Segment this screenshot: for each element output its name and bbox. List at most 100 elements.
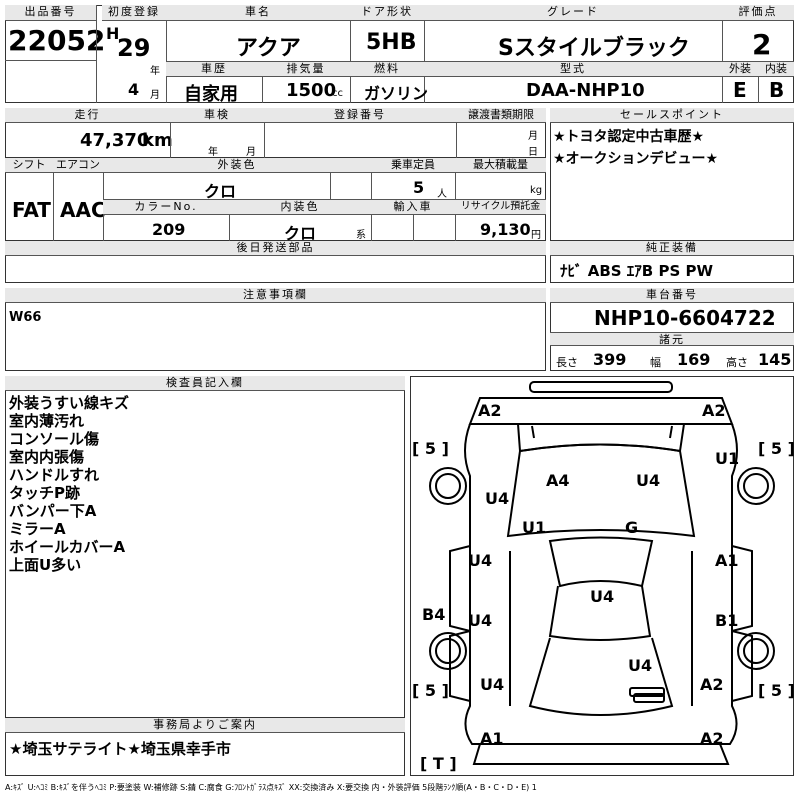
max-load-label: 最大積載量 [455,158,546,173]
office-label: 事務局よりご案内 [5,718,405,733]
width-label: 幅 [650,356,661,369]
damage-mark: U4 [636,471,660,490]
history: 自家用 [184,84,238,105]
ac-label: エアコン [53,158,103,173]
chassis-label: 車台番号 [550,288,794,303]
damage-mark: A1 [480,729,504,748]
lot-number: 22052 [8,24,106,57]
color-no: 209 [152,220,186,239]
damage-mark: B4 [422,605,445,624]
recycle-fee: 9,130 [480,220,531,239]
inspector-item: 室内内張傷 [9,448,85,466]
length-label: 長さ [556,356,578,369]
damage-mark: U1 [522,518,546,537]
chassis-number: NHP10-6604722 [594,306,776,330]
inspector-item: バンパー下A [9,502,97,520]
width: 169 [677,350,711,369]
lot-label: 出品番号 [5,5,96,21]
recycle-unit: 円 [531,230,541,241]
inspection-label: 車検 [170,108,264,123]
length: 399 [593,350,627,369]
specs-label: 諸元 [550,332,794,346]
height: 145 [758,350,792,369]
insp-month-unit: 月 [246,147,256,158]
inspector-item: ハンドルすれ [9,466,100,484]
capacity-label: 乗車定員 [371,158,455,173]
ext-color-label: 外装色 [103,158,371,173]
int-color-unit: 系 [356,230,366,241]
damage-mark: A4 [546,471,570,490]
model: DAA-NHP10 [526,80,645,101]
reg-year: 29 [117,34,151,62]
grade: Sスタイルブラック [498,36,690,61]
shift-label: シフト [5,158,53,173]
damage-mark: G [625,518,638,537]
equipment: ﾅﾋﾞ ABS ｴｱB PS PW [560,262,714,280]
exterior-score: E [733,78,747,102]
inspector-item: 室内薄汚れ [9,412,85,430]
fuel: ガソリン [364,84,429,103]
later-parts-label: 後日発送部品 [5,241,546,256]
color-no-label: カラーNo. [103,200,229,215]
displacement: 1500 [286,80,337,101]
inspector-label: 検査員記入欄 [5,376,405,391]
car-outline-diagram: [ 5 ] [ 5 ] [ 5 ] [ 5 ] [ T ] A2 A2 A4 U… [412,381,794,773]
tire-fr-mark: [ 5 ] [758,439,794,458]
interior-label: 内装 [758,62,794,77]
car-name: アクア [236,36,301,61]
damage-mark: U4 [628,656,652,675]
first-reg-label: 初度登録 [102,5,166,21]
ac: AAC [60,198,106,222]
tire-rl-mark: [ 5 ] [412,681,449,700]
inspector-notes: 外装うすい線キズ 室内薄汚れ コンソール傷 室内内張傷 ハンドルすれ タッチP跡… [9,394,129,574]
car-name-label: 車名 [166,5,350,21]
inspector-item: タッチP跡 [9,484,80,502]
spare-tire-mark: [ T ] [420,754,457,773]
height-label: 高さ [726,356,748,369]
transfer-month-unit: 月 [528,131,538,142]
int-color-label: 内装色 [229,200,371,215]
interior-score: B [769,78,785,102]
damage-mark: A1 [715,551,739,570]
month-unit: 月 [150,90,160,101]
insp-year-unit: 年 [208,147,218,158]
import-label: 輸入車 [371,200,455,215]
damage-mark: U4 [468,611,492,630]
damage-mark: A2 [700,729,724,748]
year-unit: 年 [150,66,160,77]
damage-mark: U1 [715,449,739,468]
tire-fl-mark: [ 5 ] [412,439,449,458]
history-label: 車歴 [166,62,262,77]
notes-label: 注意事項欄 [5,288,546,303]
damage-mark: A2 [478,401,502,420]
model-label: 型式 [424,62,722,77]
capacity: 5 [413,178,425,197]
score: 2 [752,28,772,61]
mileage-label: 走行 [5,108,170,123]
shift: FAT [12,198,51,222]
damage-mark: A2 [700,675,724,694]
inspector-item: ミラーA [9,520,66,538]
exterior-label: 外装 [722,62,758,77]
capacity-unit: 人 [437,189,447,200]
score-label: 評価点 [722,5,794,21]
door-type: 5HB [366,30,417,55]
displacement-unit: cc [332,88,343,99]
damage-mark: B1 [715,611,738,630]
sales-label: セールスポイント [550,108,794,123]
inspector-item: 外装うすい線キズ [9,394,130,412]
legend: A:ｷｽﾞ U:ﾍｺﾐ B:ｷｽﾞを伴うﾍｺﾐ P:要塗装 W:補修跡 S:錆 … [5,783,537,792]
damage-diagram [410,376,794,776]
displacement-label: 排気量 [262,62,350,77]
transfer-label: 譲渡書類期限 [456,108,546,123]
office-text: ★埼玉サテライト★埼玉県幸手市 [9,740,231,758]
notes-text: W66 [9,310,42,325]
era: H [106,24,120,43]
fuel-label: 燃料 [350,62,424,77]
max-load-unit: kg [530,185,543,196]
mileage: 47,370 [80,130,150,151]
door-label: ドア形状 [350,5,424,21]
equipment-label: 純正装備 [550,241,794,256]
sales-point: ★トヨタ認定中古車歴★ [553,129,705,145]
damage-mark: U4 [590,587,614,606]
